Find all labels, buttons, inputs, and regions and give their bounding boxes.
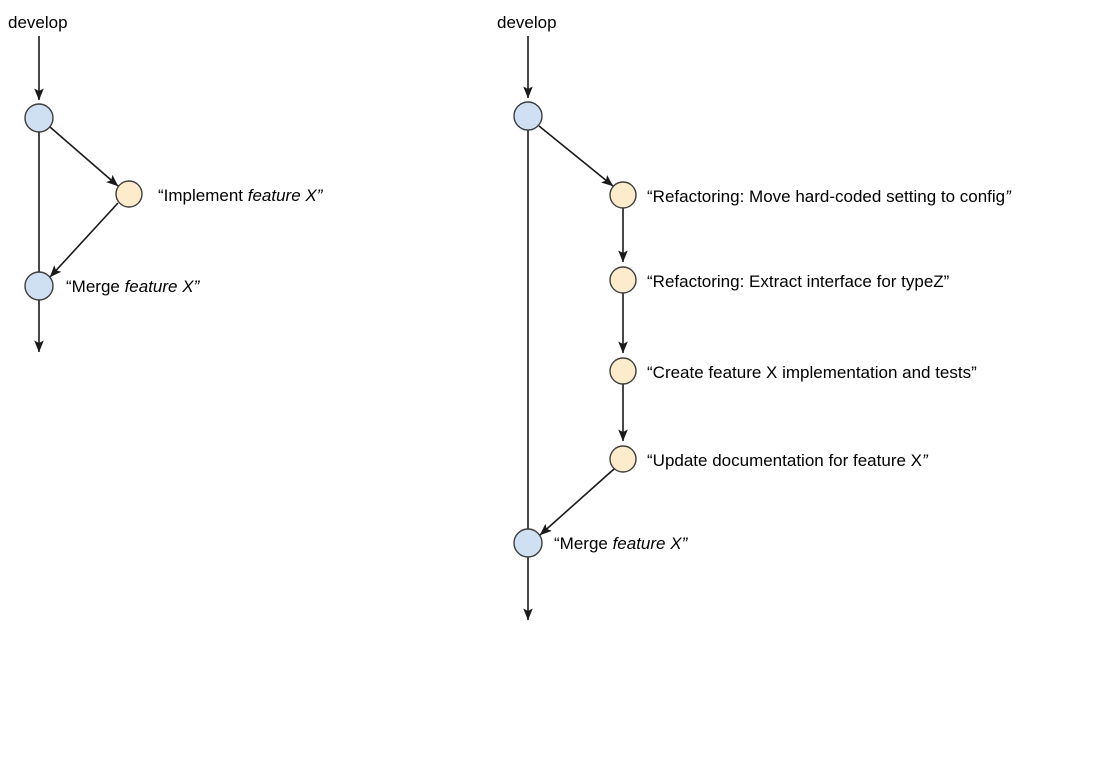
right-commit-node-create-feature[interactable] bbox=[609, 357, 637, 385]
right-commit-label-refactor-config: “Refactoring: Move hard-coded setting to… bbox=[647, 187, 1012, 206]
left-commit-node-merge[interactable] bbox=[24, 271, 54, 301]
right-diagram: develop “Refactoring: Move hard-coded s bbox=[497, 13, 1012, 621]
left-diagram: develop “Implement feature X” “Merge fea… bbox=[8, 13, 324, 353]
left-commit-node-branch-point[interactable] bbox=[24, 103, 54, 133]
right-branch-label: develop bbox=[497, 13, 557, 32]
left-commit-node-implement[interactable] bbox=[115, 180, 143, 208]
right-commit-label-update-docs: “Update documentation for feature X” bbox=[647, 451, 929, 470]
right-commit-node-branch-point[interactable] bbox=[513, 101, 543, 131]
right-commit-node-refactor-config[interactable] bbox=[609, 181, 637, 209]
left-commit-label-implement: “Implement feature X” bbox=[158, 186, 324, 205]
right-commit-label-merge: “Merge feature X” bbox=[554, 534, 689, 553]
right-commit-label-refactor-interface: “Refactoring: Extract interface for type… bbox=[647, 272, 950, 291]
right-commit-node-update-docs[interactable] bbox=[609, 445, 637, 473]
right-branch-off-edge bbox=[538, 125, 614, 187]
right-commit-label-create-feature: “Create feature X implementation and tes… bbox=[647, 363, 977, 382]
right-commit-node-refactor-interface[interactable] bbox=[609, 266, 637, 294]
left-commit-label-merge: “Merge feature X” bbox=[66, 277, 201, 296]
left-merge-edge bbox=[49, 202, 119, 278]
right-commit-node-merge[interactable] bbox=[513, 528, 543, 558]
right-merge-edge bbox=[539, 468, 615, 536]
left-branch-label: develop bbox=[8, 13, 68, 32]
left-branch-off-edge bbox=[49, 126, 119, 187]
